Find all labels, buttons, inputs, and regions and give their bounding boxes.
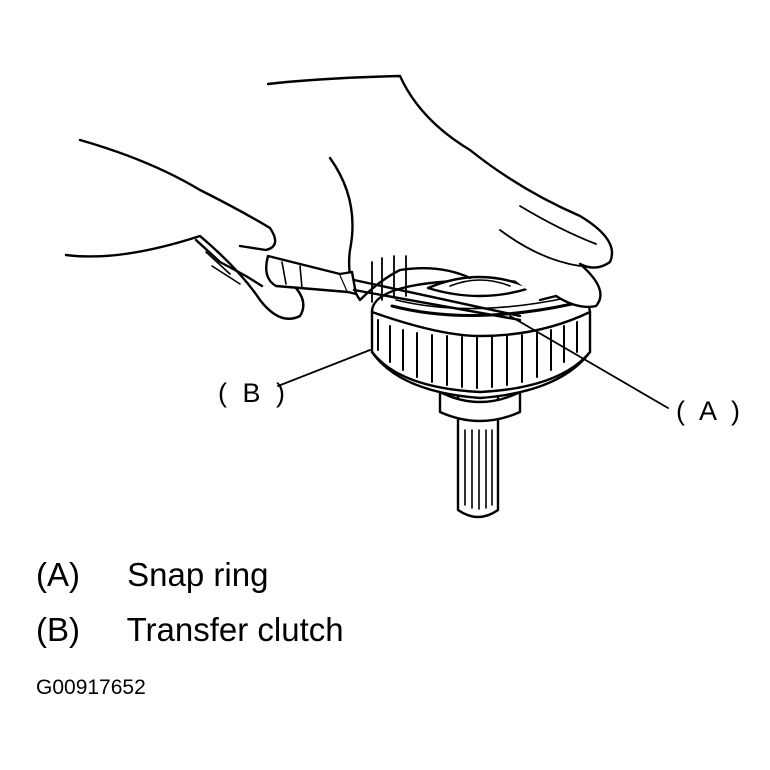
snap-ring bbox=[390, 302, 574, 317]
output-shaft bbox=[438, 390, 522, 519]
callout-a: ( A ) bbox=[676, 396, 745, 426]
leader-line-b bbox=[277, 349, 371, 387]
legend-label: Snap ring bbox=[127, 556, 269, 593]
right-hand bbox=[266, 74, 614, 309]
legend-row-a: (A) Snap ring bbox=[36, 556, 268, 594]
clutch-illustration bbox=[64, 74, 669, 519]
callout-b: ( B ) bbox=[218, 378, 289, 408]
screwdriver bbox=[265, 254, 522, 322]
legend-row-b: (B) Transfer clutch bbox=[36, 611, 344, 649]
left-hand bbox=[64, 138, 305, 320]
transfer-clutch-drum bbox=[370, 255, 592, 400]
figure-id: G00917652 bbox=[36, 676, 146, 699]
leader-line-a bbox=[509, 315, 669, 409]
legend-label: Transfer clutch bbox=[126, 611, 344, 648]
legend-key: (A) bbox=[36, 556, 80, 593]
legend-key: (B) bbox=[36, 611, 80, 648]
